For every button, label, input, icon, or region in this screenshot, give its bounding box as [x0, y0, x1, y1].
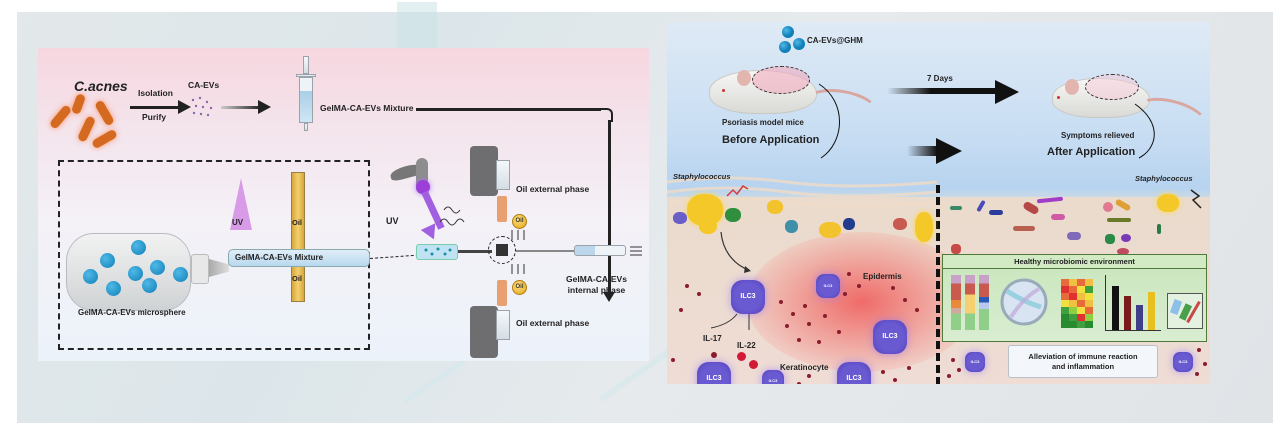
oil-coin-top-icon: Oil	[512, 214, 527, 229]
isolation-label: Isolation	[138, 88, 173, 98]
chord-diagram-icon	[1000, 278, 1048, 326]
ilc3-cell-calm: ILC3	[1173, 352, 1193, 372]
junction-focus-circle	[488, 236, 516, 264]
il17-label: IL-17	[703, 334, 722, 343]
c-acnes-label: C.acnes	[74, 78, 128, 94]
outlet-tube	[458, 250, 492, 253]
feed-line-down	[608, 120, 611, 292]
purify-label: Purify	[142, 112, 167, 122]
after-callout-line	[1134, 103, 1155, 159]
internal-phase-label: GelMA-CA-EVs internal phase	[566, 274, 627, 296]
il22-cytokine	[749, 360, 758, 369]
feed-line-corner	[599, 108, 613, 122]
keratinocyte-label: Keratinocyte	[780, 363, 829, 372]
push-arrows-icon	[630, 246, 642, 256]
ca-evs-particles-icon	[191, 96, 213, 117]
staph-left-label: Staphylococcus	[673, 172, 731, 181]
ca-evs-ghm-beads-icon	[779, 26, 805, 53]
mechanism-panel: CA-EVs@GHM Psoriasis model mice Before A…	[667, 22, 1210, 384]
oil-top-label: Oil	[292, 218, 303, 227]
inlet-tube	[516, 250, 574, 252]
collection-tube	[416, 244, 458, 260]
alleviation-line2: and inflammation	[1051, 362, 1115, 371]
transition-arrow	[907, 146, 937, 156]
pump-bottom-syringe	[496, 310, 510, 340]
uv-wave-icon	[439, 206, 465, 226]
treatment-label: CA-EVs@GHM	[807, 36, 863, 45]
before-application-label: Before Application	[722, 134, 820, 146]
feed-arrow-head-icon	[603, 292, 615, 302]
mixture-channel	[228, 249, 370, 267]
ilc3-cell-calm: ILC3	[965, 352, 985, 372]
vial-nozzle	[209, 259, 229, 277]
uv-light-source	[416, 180, 430, 194]
fabrication-panel: C.acnes Isolation Purify CA-EVs GelMA-CA…	[38, 48, 649, 361]
healthy-microbiome-box: Healthy microbiomic environment	[942, 254, 1207, 342]
oil-coin-bottom-icon: Oil	[512, 280, 527, 295]
healthy-title: Healthy microbiomic environment	[943, 255, 1206, 269]
ca-evs-label: CA-EVs	[188, 80, 220, 90]
oil-bottom-barrel	[497, 280, 507, 306]
decrease-trend-icon	[1190, 189, 1202, 209]
uv-lamp-label: UV	[386, 216, 399, 226]
mixing-arrow-head-icon	[258, 100, 271, 114]
internal-phase-line1: GelMA-CA-EVs	[566, 274, 627, 284]
mixture-label: GelMA-CA-EVs Mixture	[320, 103, 414, 113]
relieved-label: Symptoms relieved	[1061, 131, 1135, 140]
microsphere-label: GelMA-CA-EVs microsphere	[78, 308, 186, 317]
duration-label: 7 Days	[927, 74, 953, 83]
transition-arrow-head-icon	[936, 138, 962, 164]
isolation-arrow	[130, 106, 180, 109]
oil-channel	[291, 172, 305, 302]
il22-cytokine	[737, 352, 746, 361]
il17-cytokine	[711, 352, 717, 358]
before-callout-line	[818, 83, 840, 159]
staphylococcus-reduced-icon	[1157, 194, 1179, 212]
internal-phase-syringe-icon	[574, 245, 626, 256]
duration-arrow-head-icon	[995, 80, 1019, 104]
cytokine-arrows	[710, 313, 750, 330]
after-application-label: After Application	[1047, 146, 1136, 158]
model-label: Psoriasis model mice	[722, 118, 804, 127]
il22-label: IL-22	[737, 341, 756, 350]
ilc3-cell: ILC3	[816, 274, 840, 298]
epidermis-label: Epidermis	[863, 272, 902, 281]
oil-external-top-label: Oil external phase	[516, 184, 590, 194]
ilc3-cell: ILC3	[837, 362, 871, 384]
internal-phase-line2: internal phase	[567, 285, 626, 295]
pump-top-icon	[470, 146, 498, 196]
pump-top-syringe	[496, 160, 510, 190]
pcoa-plot-icon	[1167, 293, 1203, 329]
oil-top-barrel	[497, 196, 507, 222]
signal-arrow	[720, 231, 751, 273]
alleviation-box: Alleviation of immune reaction and infla…	[1008, 345, 1158, 378]
uv-cone-icon	[230, 178, 252, 230]
isolation-arrow-head-icon	[178, 100, 191, 114]
alleviation-line1: Alleviation of immune reaction	[1028, 352, 1138, 361]
collection-particles-icon	[424, 247, 452, 256]
ilc3-cell: ILC3	[731, 280, 765, 314]
uv-cone-label: UV	[232, 218, 244, 227]
bar-plot-icon	[1105, 275, 1161, 331]
chip-mixture-label: GelMA-CA-EVs Mixture	[235, 253, 324, 262]
ilc3-cell: ILC3	[697, 362, 731, 384]
oil-external-bottom-label: Oil external phase	[516, 318, 590, 328]
duration-arrow	[887, 88, 997, 94]
increase-trend-icon	[726, 185, 749, 197]
ilc3-cell: ILC3	[762, 370, 784, 384]
feed-line	[416, 108, 601, 111]
oil-bottom-label: Oil	[292, 274, 303, 283]
ilc3-cell: ILC3	[873, 320, 907, 354]
pump-bottom-icon	[470, 306, 498, 358]
junction-chip	[496, 244, 508, 256]
staph-right-label: Staphylococcus	[1135, 174, 1193, 183]
flow-arrows-icon	[511, 230, 525, 274]
before-after-divider	[936, 185, 940, 384]
mixing-arrow	[221, 106, 261, 109]
vial-cap	[191, 254, 209, 284]
